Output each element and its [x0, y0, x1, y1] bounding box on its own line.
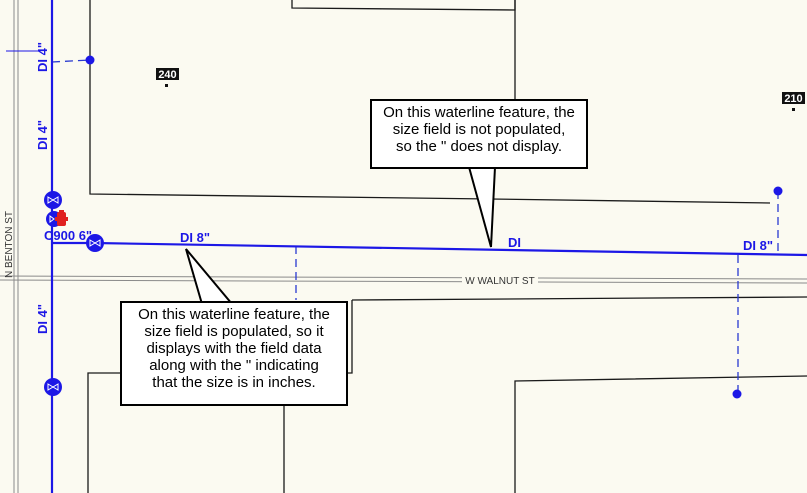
parcel-boundary	[514, 375, 807, 493]
address-text: 240	[158, 69, 176, 81]
callout-line: displays with the field data	[146, 340, 322, 357]
gate-valve-icon[interactable]	[86, 234, 104, 252]
junction-node-icon[interactable]	[732, 389, 742, 399]
parcel-boundary	[348, 300, 353, 374]
pipe-label-di4-mid: DI 4"	[35, 120, 50, 150]
callout-line: size field is populated, so it	[144, 323, 324, 340]
pipe-label-di4-bottom: DI 4"	[35, 304, 50, 334]
junction-nodes	[85, 55, 783, 399]
gate-valve-icon[interactable]	[44, 378, 62, 396]
street-label-benton: N BENTON ST	[4, 211, 15, 278]
pipe-label-di4-top: DI 4"	[35, 42, 50, 72]
parcel-boundary	[489, 198, 771, 204]
callout-size-populated: On this waterline feature, the size fiel…	[120, 301, 348, 406]
callout-line: On this waterline feature, the	[138, 306, 330, 323]
pipe-label-di-center: DI	[508, 235, 521, 250]
water-main-di8[interactable]	[93, 241, 807, 257]
road-edge	[0, 279, 807, 284]
address-label-210: 210	[782, 92, 805, 111]
callout-size-not-populated: On this waterline feature, the size fiel…	[370, 99, 588, 169]
service-lines	[51, 59, 779, 392]
address-text: 210	[784, 93, 802, 105]
junction-node-icon[interactable]	[773, 186, 783, 196]
fire-hydrant-icon[interactable]	[46, 210, 68, 227]
pipe-label-di8-right: DI 8"	[743, 238, 773, 253]
road-edge	[0, 275, 807, 280]
pipe-label-di8-left: DI 8"	[180, 230, 210, 245]
parcel-boundary	[87, 372, 122, 493]
pipe-labels: DI 4" DI 4" DI 4" C900 6" DI 8" DI DI 8"	[35, 42, 773, 334]
pipe-label-c900: C900 6"	[44, 228, 92, 243]
street-label-text: W WALNUT ST	[465, 276, 534, 287]
callout-line: that the size is in inches.	[152, 374, 316, 391]
callout-line: so the " does not display.	[396, 138, 562, 155]
service-line[interactable]	[51, 59, 91, 63]
junction-node-icon[interactable]	[85, 55, 95, 65]
address-label-240: 240	[156, 68, 179, 87]
street-label-walnut: W WALNUT ST	[462, 275, 538, 287]
parcel-boundary	[351, 296, 807, 301]
callout-line: On this waterline feature, the	[383, 104, 575, 121]
parcel-boundaries	[87, 0, 807, 493]
parcel-boundary	[89, 0, 491, 200]
callout-line: along with the " indicating	[149, 357, 319, 374]
callout-line: size field is not populated,	[392, 121, 566, 138]
gate-valve-icon[interactable]	[44, 191, 62, 209]
